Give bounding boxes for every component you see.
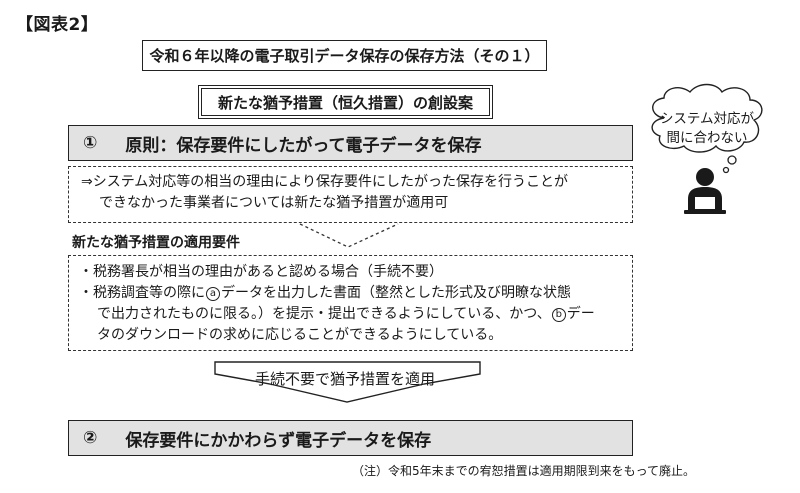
req2-line1-rest: データを出力した書面（整然とした形式及び明瞭な状態 (221, 285, 571, 301)
principle-box: ① 原則：保存要件にしたがって電子データを保存 (68, 125, 633, 161)
arrow-label: 手続不要で猶予措置を適用 (254, 370, 435, 388)
result-box: ② 保存要件にかかわらず電子データを保存 (68, 420, 633, 456)
thought-cloud-shape (651, 83, 763, 153)
requirement-item-2-line-3: タのダウンロードの求めに応じることができるようにしている。 (97, 327, 503, 343)
down-arrow-shape (214, 361, 481, 403)
exception-line-2: できなかった事業者については新たな猶予措置が適用可 (99, 195, 449, 211)
circled-a-marker: a (206, 287, 220, 301)
funnel-connector (299, 223, 399, 248)
thought-bubble-dot-large (727, 155, 737, 165)
requirement-item-1: ・税務署長が相当の理由があると認める場合（手続不要） (79, 264, 443, 280)
thought-bubble-text: システム対応が 間に合わない (657, 110, 757, 148)
principle-number: ① (83, 133, 98, 153)
thought-bubble-dot-small (722, 166, 730, 174)
req2-line2-tail: デー (566, 306, 595, 322)
person-at-laptop-icon (684, 168, 726, 214)
principle-text: 原則：保存要件にしたがって電子データを保存 (125, 135, 482, 156)
thought-bubble-line-1: システム対応が (659, 111, 755, 127)
requirements-heading: 新たな猶予措置の適用要件 (72, 235, 240, 251)
diagram-title: 令和６年以降の電子取引データ保存の保存方法（その１） (142, 40, 547, 71)
exception-line-1: ⇒システム対応等の相当の理由により保存要件にしたがった保存を行うことが (81, 174, 569, 190)
thought-bubble-line-2: 間に合わない (666, 130, 748, 146)
result-number: ② (83, 428, 98, 448)
circled-b-marker: b (551, 308, 566, 322)
diagram-title-text: 令和６年以降の電子取引データ保存の保存方法（その１） (149, 47, 540, 65)
subtitle-box: 新たな猶予措置（恒久措置）の創設案 (198, 85, 493, 119)
subtitle-text: 新たな猶予措置（恒久措置）の創設案 (217, 93, 473, 112)
req2-line2-text: で出力されたものに限る。）を提示・提出できるようにしている、かつ、 (97, 306, 551, 322)
result-text: 保存要件にかかわらず電子データを保存 (125, 430, 432, 451)
exception-box: ⇒システム対応等の相当の理由により保存要件にしたがった保存を行うことが できなか… (68, 166, 633, 223)
footnote: （注）令和5年末までの宥恕措置は適用期限到来をもって廃止。 (352, 464, 696, 478)
figure-label: 【図表2】 (16, 15, 99, 35)
req2-prefix: ・税務調査等の際に (79, 285, 205, 301)
subtitle-inner: 新たな猶予措置（恒久措置）の創設案 (201, 88, 490, 116)
